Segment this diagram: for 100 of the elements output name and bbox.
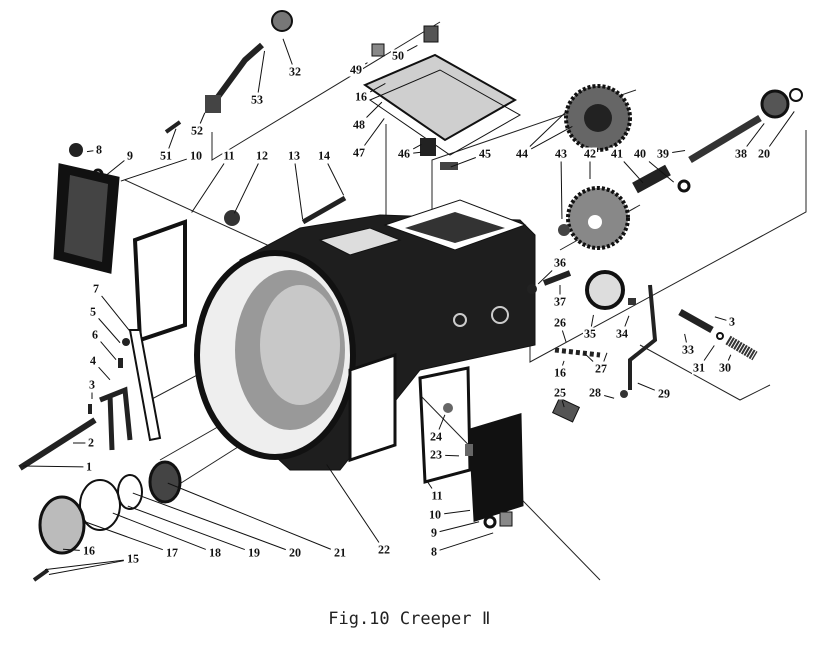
callout-number: 8 [430, 546, 438, 558]
callout-number: 31 [692, 362, 706, 374]
callout-number: 20 [757, 148, 771, 160]
callout-number: 20 [288, 546, 302, 560]
callout-number: 35 [583, 328, 597, 340]
leader-line [168, 128, 176, 149]
callout-number: 10 [189, 150, 203, 162]
leader-line [562, 400, 565, 408]
callout-number: 38 [734, 148, 748, 160]
callout-number: 2 [87, 436, 95, 450]
leader-line [62, 548, 80, 551]
leader-line [364, 62, 368, 65]
leader-line [101, 295, 132, 334]
callout-number: 11 [430, 490, 444, 502]
callout-number: 51 [159, 150, 173, 162]
leader-line [98, 366, 110, 380]
callout-number: 39 [656, 148, 670, 160]
leader-line [406, 44, 418, 52]
leader-line [768, 110, 795, 147]
leader-line [294, 163, 304, 220]
leader-line [450, 156, 476, 168]
callout-number: 4 [89, 354, 97, 368]
leader-line [637, 382, 656, 391]
leader-line [590, 314, 594, 327]
leader-line [444, 510, 471, 514]
leader-line [728, 354, 732, 361]
leader-line [672, 150, 686, 154]
leader-line [603, 352, 608, 362]
callout-number: 3 [728, 316, 736, 328]
leader-line [112, 512, 206, 550]
leader-line [584, 352, 594, 362]
leader-line [412, 152, 422, 154]
leader-line [623, 161, 644, 184]
callout-number: 22 [377, 544, 391, 556]
callout-number: 32 [288, 66, 302, 78]
callout-number: 47 [352, 146, 366, 160]
leader-line [439, 521, 480, 532]
callout-number: 18 [208, 546, 222, 560]
callout-number: 14 [317, 150, 331, 162]
callout-number: 9 [126, 150, 134, 162]
callout-number: 15 [126, 552, 140, 566]
leader-line [366, 102, 382, 118]
leader-line [132, 492, 286, 550]
leader-line [327, 163, 344, 196]
leader-line [714, 316, 727, 321]
callout-number: 16 [354, 90, 368, 104]
leader-line [529, 112, 566, 147]
callout-number: 44 [515, 148, 529, 160]
leader-line [86, 150, 94, 152]
leader-line [364, 118, 385, 146]
leader-line [648, 161, 674, 183]
leader-line [704, 344, 715, 361]
callout-number: 5 [89, 306, 97, 318]
callout-number: 28 [588, 386, 602, 400]
callout-number: 19 [247, 546, 261, 560]
callout-number: 49 [349, 64, 363, 76]
leader-line [538, 270, 553, 284]
callout-number: 7 [92, 282, 100, 296]
callout-number: 53 [250, 94, 264, 106]
leader-line [624, 315, 630, 327]
leader-line [412, 144, 422, 150]
leader-line [48, 560, 124, 575]
callout-number: 26 [553, 316, 567, 330]
callout-number: 8 [95, 144, 103, 156]
leader-line [127, 506, 246, 550]
leader-line [326, 464, 380, 543]
callout-number: 30 [718, 362, 732, 374]
callout-number: 17 [165, 546, 179, 560]
callout-number: 23 [429, 448, 443, 462]
leader-line [562, 330, 567, 343]
leader-line [44, 560, 124, 570]
callout-number: 27 [594, 362, 608, 376]
leader-line [191, 163, 225, 213]
callout-number: 16 [553, 366, 567, 380]
callout-number: 10 [428, 508, 442, 522]
leader-line [167, 482, 332, 550]
callout-number: 41 [610, 148, 624, 160]
leader-line [258, 50, 266, 93]
leader-line [120, 158, 188, 182]
leader-line [444, 454, 460, 456]
callout-number: 42 [583, 148, 597, 160]
callout-number: 29 [657, 388, 671, 400]
callout-number: 40 [633, 148, 647, 160]
leader-line [234, 163, 259, 214]
callout-number: 46 [397, 148, 411, 160]
callout-number: 48 [352, 118, 366, 132]
callout-number: 13 [287, 150, 301, 162]
callout-number: 9 [430, 526, 438, 540]
leader-line [438, 414, 446, 430]
callout-number: 6 [91, 328, 99, 342]
leader-line [106, 160, 125, 176]
leader-line [530, 126, 573, 150]
callout-number: 34 [615, 328, 629, 340]
callout-number: 43 [554, 148, 568, 160]
callout-number: 24 [429, 430, 443, 444]
callout-number: 16 [82, 544, 96, 558]
leader-line [72, 442, 86, 444]
leader-line [200, 112, 206, 124]
callout-number: 3 [88, 378, 96, 392]
leader-line [98, 318, 121, 344]
